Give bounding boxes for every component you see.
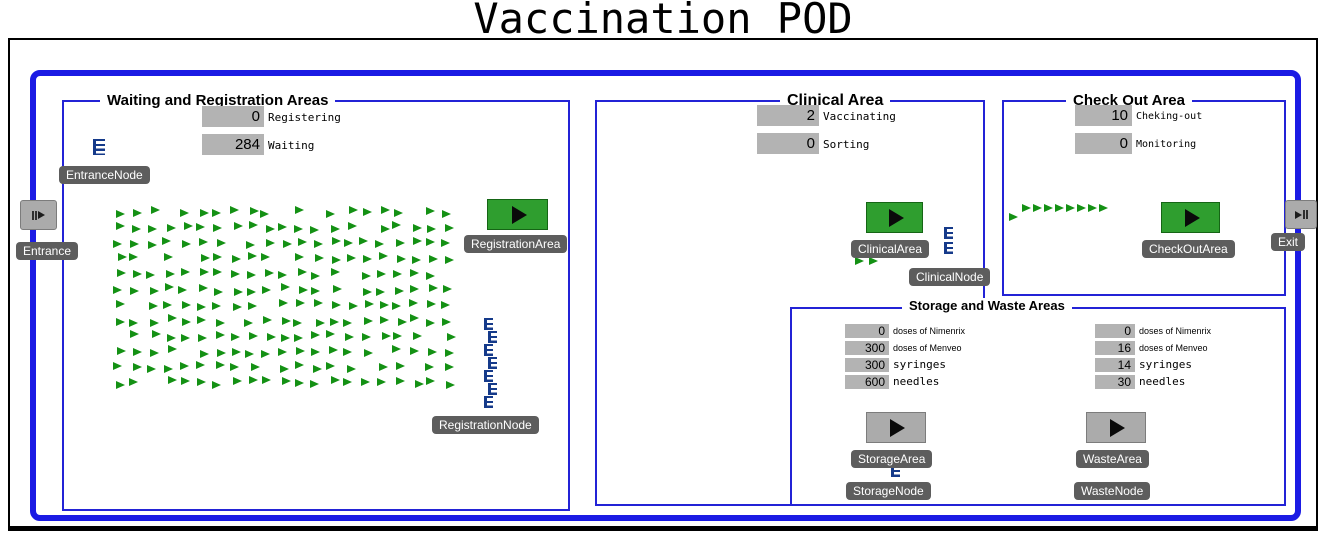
entrance-button[interactable]: [20, 200, 57, 230]
sorting-counter: 0: [757, 133, 819, 154]
play-icon: [1184, 208, 1200, 227]
storage-area-button[interactable]: [866, 412, 926, 443]
storage-nimenrix-counter: 0: [845, 324, 889, 338]
storage-needles-label: needles: [893, 375, 940, 388]
play-icon: [888, 208, 904, 227]
area-storage-waste: Storage and Waste Areas 0 doses of Nimen…: [790, 298, 1286, 506]
outer-frame: [8, 38, 1318, 531]
waste-syringes-label: syringes: [1139, 358, 1192, 371]
waste-nimenrix-counter: 0: [1095, 324, 1135, 338]
registering-counter: 0: [202, 106, 264, 127]
waste-syringes-counter: 14: [1095, 358, 1135, 372]
play-icon: [1110, 418, 1125, 437]
area-waiting-title: Waiting and Registration Areas: [100, 91, 336, 111]
play-icon: [890, 418, 905, 437]
enter-icon: [32, 210, 45, 220]
model-boundary: [30, 70, 1301, 521]
exit-icon: [1294, 210, 1308, 219]
waste-menveo-counter: 16: [1095, 341, 1135, 355]
entrance-label[interactable]: Entrance: [16, 242, 79, 261]
waste-nimenrix-label: doses of Nimenrix: [1139, 326, 1212, 336]
waste-needles-label: needles: [1139, 375, 1186, 388]
waste-area-button[interactable]: [1086, 412, 1146, 443]
storage-node-label[interactable]: StorageNode: [846, 482, 931, 501]
storage-menveo-counter: 300: [845, 341, 889, 355]
area-clinical: Clinical Area 2 Vaccinating 0 Sorting Cl…: [595, 91, 991, 506]
checkout-area-button[interactable]: [1161, 202, 1220, 233]
checkout-area-label[interactable]: CheckOutArea: [1142, 240, 1235, 259]
storage-menveo-label: doses of Menveo: [893, 343, 962, 353]
vaccinating-counter: 2: [757, 105, 819, 126]
storage-area-label[interactable]: StorageArea: [851, 450, 933, 469]
exit-label[interactable]: Exit: [1271, 233, 1306, 252]
exit-button[interactable]: [1285, 200, 1317, 229]
waiting-counter: 284: [202, 134, 264, 155]
checking-out-label: Cheking-out: [1136, 111, 1203, 122]
storage-needles-counter: 600: [845, 375, 889, 389]
waste-node-label[interactable]: WasteNode: [1074, 482, 1151, 501]
storage-nimenrix-label: doses of Nimenrix: [893, 326, 966, 336]
registration-node-label[interactable]: RegistrationNode: [432, 416, 539, 435]
registration-area-button[interactable]: [487, 199, 548, 230]
monitoring-label: Monitoring: [1136, 139, 1197, 150]
clinical-area-button[interactable]: [866, 202, 923, 233]
area-waiting-registration: Waiting and Registration Areas 0 Registe…: [59, 91, 570, 511]
waste-area-label[interactable]: WasteArea: [1076, 450, 1149, 469]
page-title: Vaccination POD: [473, 0, 853, 43]
entrance-node-label[interactable]: EntranceNode: [59, 166, 150, 185]
monitoring-counter: 0: [1075, 133, 1132, 154]
area-checkout: Check Out Area 10 Cheking-out 0 Monitori…: [1002, 91, 1286, 296]
vaccinating-label: Vaccinating: [823, 110, 896, 123]
storage-syringes-label: syringes: [893, 358, 946, 371]
registering-label: Registering: [268, 111, 341, 124]
storage-syringes-counter: 300: [845, 358, 889, 372]
checking-out-counter: 10: [1075, 105, 1132, 126]
clinical-node-label[interactable]: ClinicalNode: [909, 268, 991, 287]
waste-needles-counter: 30: [1095, 375, 1135, 389]
area-checkout-title: Check Out Area: [1066, 91, 1192, 111]
play-icon: [511, 205, 527, 224]
sorting-label: Sorting: [823, 138, 870, 151]
area-storage-waste-title: Storage and Waste Areas: [902, 298, 1072, 315]
waiting-label: Waiting: [268, 139, 315, 152]
registration-area-label[interactable]: RegistrationArea: [464, 235, 568, 254]
clinical-area-label[interactable]: ClinicalArea: [851, 240, 930, 259]
waste-menveo-label: doses of Menveo: [1139, 343, 1208, 353]
